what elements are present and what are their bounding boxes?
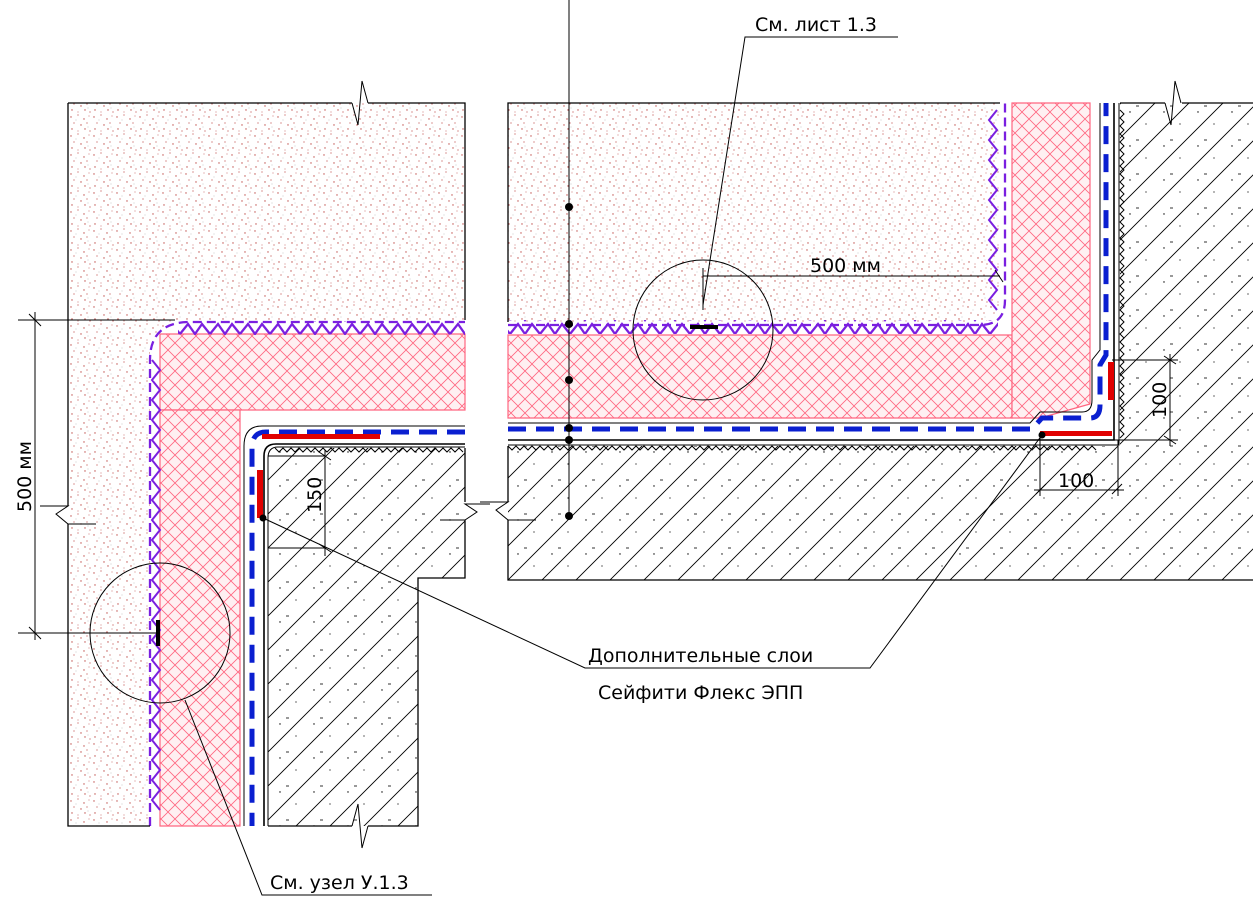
left-break-top: [351, 80, 369, 126]
left-membrane-black: [263, 443, 465, 826]
callout-circle-right: [632, 259, 774, 401]
right-break-left: [480, 501, 536, 521]
left-outline-top: [68, 102, 466, 320]
left-concrete-area: [268, 448, 465, 826]
dim-right-500-label: 500 мм: [810, 255, 881, 277]
right-dashed-membrane: [508, 103, 1007, 327]
left-outline-left: [67, 103, 150, 827]
right-break-top: [1164, 80, 1182, 126]
left-insulation-vertical: [159, 409, 241, 827]
right-membrane-blue: [508, 103, 1109, 432]
leader-extra-layers: [262, 434, 1043, 669]
dim-left-500-label: 500 мм: [14, 441, 36, 512]
left-soil-area: [68, 103, 465, 826]
dim-left-500: [18, 312, 175, 640]
left-teeth: [274, 447, 464, 453]
left-extra-layer-horizontal: [262, 434, 380, 439]
right-concrete-area: [508, 103, 1253, 580]
left-extra-layer-vertical: [257, 470, 263, 518]
section-dot: [565, 376, 573, 384]
leader-node-ref: [184, 699, 432, 896]
right-extra-layer-vertical: [1108, 362, 1114, 400]
right-outline-top: [507, 102, 1253, 322]
right-zigzag-side: [987, 109, 999, 311]
right-teeth-horizontal: [507, 445, 1097, 451]
label-extra-layers-2: Сейфити Флекс ЭПП: [598, 682, 803, 704]
right-outline-bottom: [507, 446, 1253, 581]
left-insulation-horizontal: [159, 333, 466, 411]
left-detail: [40, 80, 490, 849]
left-zigzag-side-path: [150, 359, 162, 811]
left-zigzag-top: [178, 321, 465, 335]
right-zigzag-top: [508, 320, 998, 334]
left-outline-right: [268, 448, 466, 827]
left-break-right: [440, 503, 490, 521]
left-membrane-outline-2: [267, 446, 465, 826]
right-insulation-horizontal: [507, 334, 1013, 419]
dim-right-100-vertical: [1112, 354, 1178, 446]
section-dot: [565, 424, 573, 432]
right-teeth-vertical: [1119, 109, 1125, 439]
left-break-left: [40, 505, 96, 525]
right-extra-layer-horizontal: [1040, 431, 1112, 436]
right-membrane-outline: [508, 103, 1101, 424]
left-break-bottom: [351, 803, 369, 849]
dim-right-100-horizontal: [1034, 438, 1124, 496]
leader-sheet-ref: [702, 36, 898, 306]
left-membrane-blue: [249, 429, 465, 826]
right-membrane-outline-2: [508, 103, 1120, 446]
section-dot: [565, 436, 573, 444]
left-dashed-membrane: [148, 320, 465, 826]
section-dot: [565, 320, 573, 328]
section-dot: [565, 512, 573, 520]
dim-left-150: [268, 450, 332, 556]
left-membrane-outline: [243, 425, 465, 826]
section-dot: [565, 203, 573, 211]
annotations: См. лист 1.3 500 мм См. узел У.1.3 500 м…: [14, 0, 1178, 896]
right-insulation-vertical: [1011, 102, 1091, 419]
right-soil-area: [508, 103, 1000, 322]
dim-right-100-vertical-label: 100: [1149, 382, 1171, 418]
label-sheet-ref: См. лист 1.3: [755, 14, 877, 36]
dim-right-100-horizontal-label: 100: [1058, 470, 1094, 492]
label-extra-layers-1: Дополнительные слои: [588, 645, 813, 667]
dim-right-500: [702, 268, 1004, 310]
label-node-ref: См. узел У.1.3: [270, 872, 409, 894]
dim-left-150-label: 150: [304, 477, 326, 513]
right-detail: [480, 80, 1253, 581]
